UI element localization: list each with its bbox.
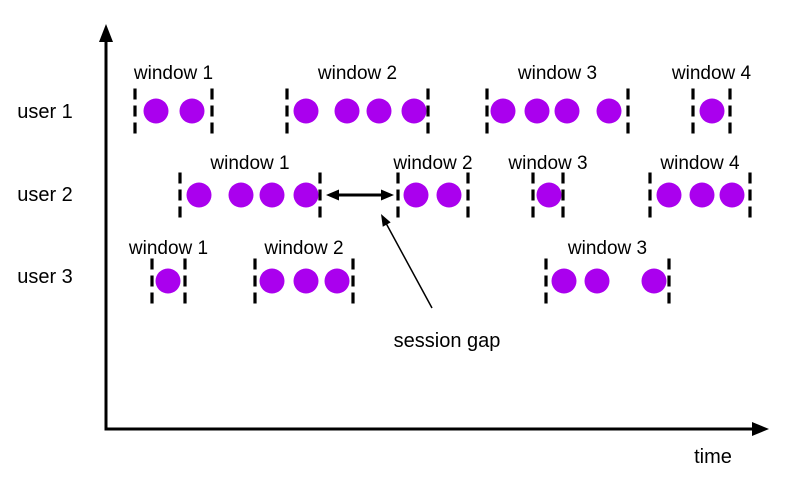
event-dot xyxy=(179,98,205,124)
event-dot xyxy=(293,182,319,208)
event-dot xyxy=(699,98,725,124)
event-dot xyxy=(401,98,427,124)
session-gap-arrowhead-left xyxy=(326,189,339,201)
event-dot xyxy=(490,98,516,124)
event-dot xyxy=(366,98,392,124)
event-dot xyxy=(186,182,212,208)
event-dot xyxy=(334,98,360,124)
event-dot xyxy=(554,98,580,124)
user-label: user 3 xyxy=(17,266,73,288)
event-dot xyxy=(403,182,429,208)
session-gap-pointer-line xyxy=(385,222,433,309)
event-dot xyxy=(656,182,682,208)
event-dot xyxy=(719,182,745,208)
session-gap-pointer-arrowhead xyxy=(381,214,391,227)
event-dot xyxy=(259,268,285,294)
window-label: window 3 xyxy=(567,238,647,259)
window-label: window 4 xyxy=(659,153,740,174)
y-axis-arrowhead xyxy=(99,24,113,42)
window-label: window 3 xyxy=(507,153,587,174)
window-label: window 4 xyxy=(671,63,752,84)
event-dot xyxy=(641,268,667,294)
window-label: window 1 xyxy=(209,153,289,174)
event-dot xyxy=(259,182,285,208)
window-label: window 2 xyxy=(263,238,343,259)
user-label: user 2 xyxy=(17,184,73,206)
event-dot xyxy=(228,182,254,208)
window-label: window 2 xyxy=(317,63,397,84)
event-dot xyxy=(596,98,622,124)
window-label: window 2 xyxy=(392,153,472,174)
event-dot xyxy=(689,182,715,208)
window-label: window 1 xyxy=(128,238,208,259)
user-label: user 1 xyxy=(17,101,73,123)
x-axis-arrowhead xyxy=(752,422,769,436)
event-dot xyxy=(293,98,319,124)
event-dot xyxy=(155,268,181,294)
event-dot xyxy=(324,268,350,294)
event-dot xyxy=(143,98,169,124)
event-dot xyxy=(536,182,562,208)
event-dot xyxy=(584,268,610,294)
session-gap-arrowhead-right xyxy=(381,189,394,201)
event-dot xyxy=(436,182,462,208)
time-axis-label: time xyxy=(694,446,732,468)
session-gap-label: session gap xyxy=(394,330,501,352)
window-label: window 1 xyxy=(133,63,213,84)
window-label: window 3 xyxy=(517,63,597,84)
event-dot xyxy=(551,268,577,294)
event-dot xyxy=(293,268,319,294)
event-dot xyxy=(524,98,550,124)
